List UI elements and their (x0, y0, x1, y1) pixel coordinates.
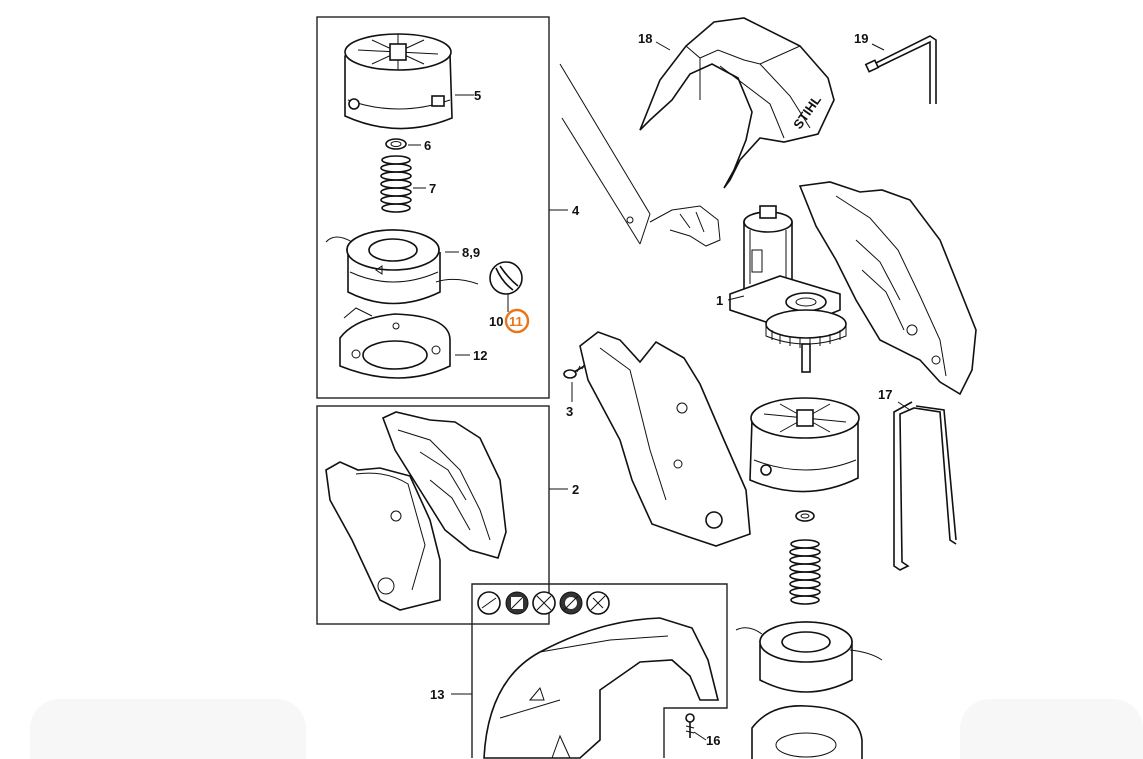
callout-11-highlighted[interactable]: 11 (504, 308, 530, 334)
callout-4[interactable]: 4 (572, 203, 580, 218)
spool-right (735, 621, 883, 693)
part-7-spring[interactable] (380, 155, 412, 213)
callout-12[interactable]: 12 (473, 348, 487, 363)
brush-knife-icon (586, 591, 610, 615)
shaft-tube (559, 63, 721, 247)
spool-cover-right[interactable] (749, 397, 860, 493)
callout-5[interactable]: 5 (474, 88, 481, 103)
assembly-box-4 (316, 16, 550, 399)
callout-8-9[interactable]: 8,9 (462, 245, 480, 260)
part-2-motor-housing-right[interactable] (381, 411, 507, 559)
bottom-right-overlay (960, 699, 1143, 759)
part-1-motor[interactable] (729, 205, 847, 373)
callout-6[interactable]: 6 (424, 138, 431, 153)
part-motor-housing-right[interactable] (798, 181, 977, 396)
callout-3[interactable]: 3 (566, 404, 573, 419)
safety-icons-row (477, 591, 610, 615)
trimmer-head-icon (477, 591, 501, 615)
part-12-spool-housing[interactable] (339, 307, 451, 379)
blade-icon (505, 591, 529, 615)
callout-11[interactable]: 11 (509, 314, 523, 329)
callout-13[interactable]: 13 (430, 687, 444, 702)
callout-7[interactable]: 7 (429, 181, 436, 196)
assembly-box-13 (471, 583, 728, 758)
part-17-wire-guard[interactable] (893, 401, 957, 571)
part-19-hex-key[interactable] (864, 35, 937, 104)
washer-right (795, 510, 815, 522)
part-6-washer[interactable] (385, 138, 407, 150)
part-2-motor-housing-left[interactable] (325, 461, 441, 611)
callout-1[interactable]: 1 (716, 293, 723, 308)
part-motor-housing-left[interactable] (579, 331, 751, 547)
assembly-box-2 (316, 405, 550, 625)
part-10-11-trimmer-line[interactable] (489, 261, 523, 295)
callout-2[interactable]: 2 (572, 482, 579, 497)
part-18-safety-glasses[interactable]: STIHL (639, 17, 835, 189)
part-13-guard[interactable] (483, 617, 720, 759)
spool-housing-right (751, 705, 863, 759)
spring-right (789, 539, 821, 605)
part-8-9-spool[interactable] (325, 229, 479, 305)
callout-18[interactable]: 18 (638, 31, 652, 46)
callout-17[interactable]: 17 (878, 387, 892, 402)
bottom-left-overlay (30, 699, 306, 759)
saw-blade-icon (532, 591, 556, 615)
circular-blade-icon (559, 591, 583, 615)
callout-10[interactable]: 10 (489, 314, 503, 329)
part-5-spool-cover[interactable] (344, 33, 453, 130)
callout-16[interactable]: 16 (706, 733, 720, 748)
part-16-screw[interactable] (685, 713, 695, 738)
callout-19[interactable]: 19 (854, 31, 868, 46)
